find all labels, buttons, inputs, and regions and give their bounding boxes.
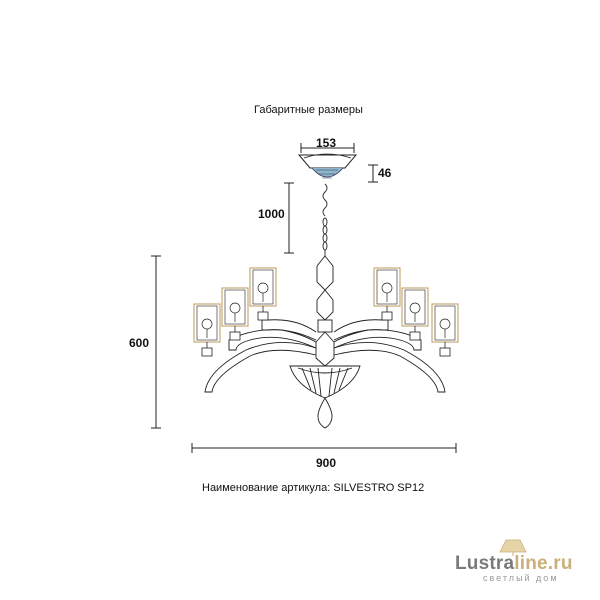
dimension-height: 600 [129,336,150,350]
dimension-lines [151,143,457,453]
watermark-brand: Lustraline.ru [455,553,573,575]
article-caption: Наименование артикула: SILVESTRO SP12 [202,482,425,494]
watermark-tagline: светлый дом [483,573,559,583]
watermark-brand-part1: Lustra [455,553,515,574]
dimension-canopy-width: 153 [316,136,337,150]
bowl [289,365,361,429]
watermark-brand-part2: line.ru [514,553,573,574]
diagram-title: Габаритные размеры [254,104,363,116]
lamps [193,267,459,357]
central-stem [315,255,335,367]
lamp-shade-icon [499,539,527,556]
lamp-right-middle [401,287,429,341]
lamp-left-outer [193,303,221,357]
lamp-right-outer [431,303,459,357]
lamp-right-inner [373,267,401,321]
chain [322,183,328,256]
watermark-logo: Lustraline.ru светлый дом [455,553,573,583]
dimension-canopy-height: 46 [378,166,392,180]
dimension-width: 900 [316,456,337,470]
arms [204,319,446,393]
lamp-left-inner [249,267,277,321]
dimension-chain-length: 1000 [258,207,285,221]
lamp-left-middle [221,287,249,341]
canopy [297,153,358,179]
